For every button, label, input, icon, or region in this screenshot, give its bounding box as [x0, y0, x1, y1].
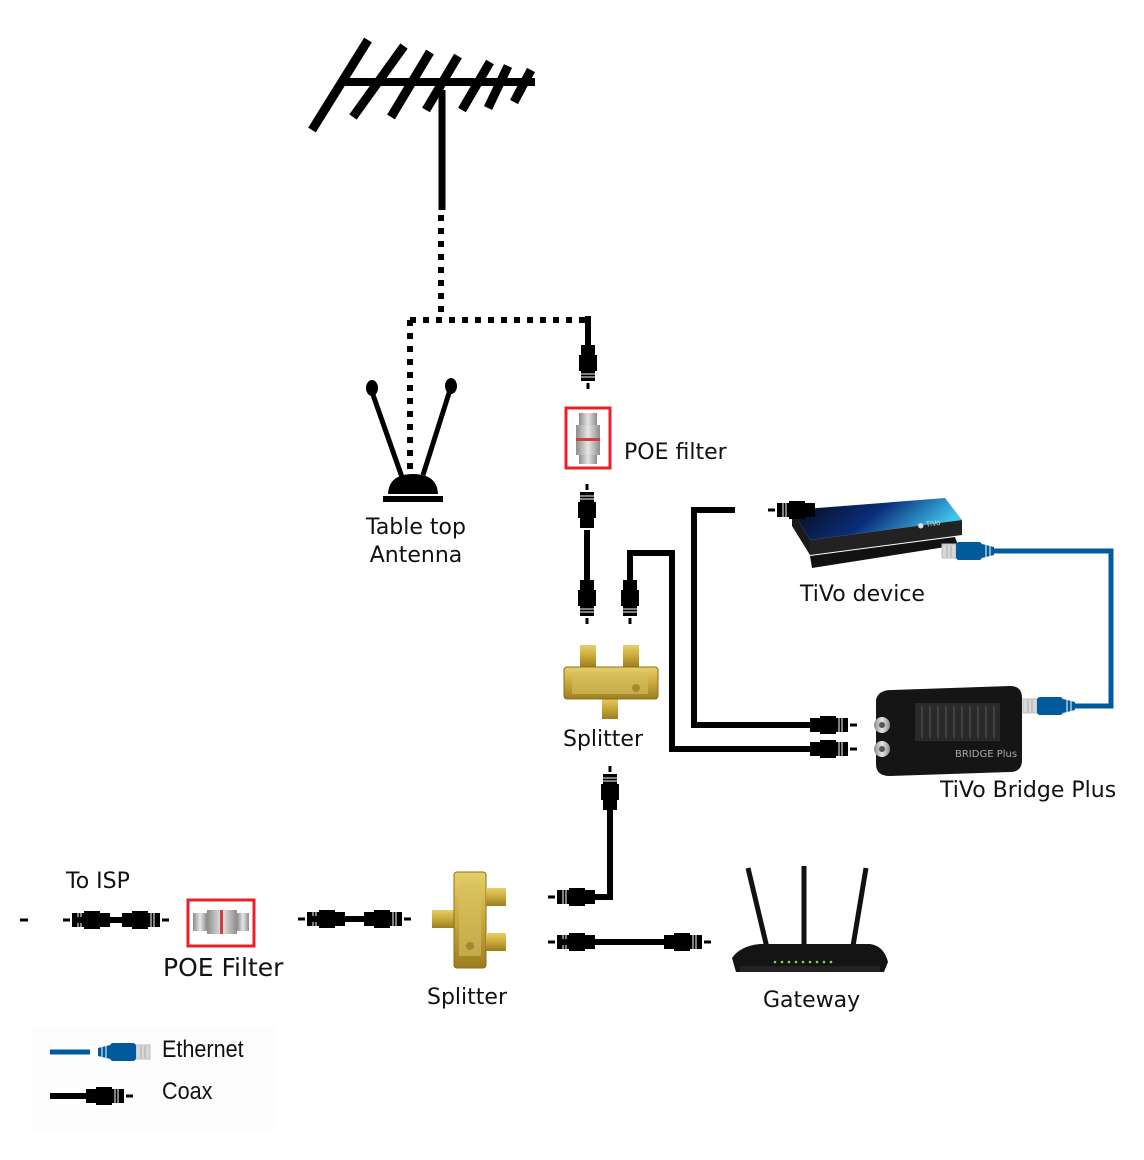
tabletop-antenna-label-line2: Antenna — [369, 542, 463, 568]
coax-cable-splitter-to-bridge-in — [620, 550, 858, 759]
gateway-router — [732, 866, 888, 972]
poe-filter-top-label: POE filter — [624, 440, 727, 465]
splitter-top-label: Splitter — [563, 727, 643, 752]
to-isp-label: To ISP — [66, 869, 130, 894]
tabletop-antenna-label-line1: Table top — [366, 515, 466, 540]
legend-coax-label: Coax — [162, 1078, 213, 1105]
legend-ethernet-icon — [50, 1042, 151, 1062]
coax-cable-splitter-to-splitter — [565, 765, 620, 900]
tivo-device-label: TiVo device — [800, 582, 925, 607]
splitter-bottom — [432, 871, 506, 969]
coax-cable-tivo-to-bridge-out — [691, 500, 858, 735]
tivo-bridge-plus-label: TiVo Bridge Plus — [940, 778, 1117, 803]
tabletop-antenna-label: Table top Antenna — [352, 514, 480, 569]
coax-cable-filter-to-splitter — [577, 483, 597, 625]
antenna-feed-dotted-lines — [407, 215, 585, 470]
gateway-label: Gateway — [763, 988, 861, 1013]
coax-cable-splitter-to-gateway — [547, 887, 712, 952]
legend-coax-icon — [50, 1086, 134, 1106]
coax-cable-antenna-to-filter — [578, 316, 598, 390]
splitter-top — [563, 645, 659, 719]
legend-symbols — [32, 1026, 276, 1132]
ethernet-cable-tivo-to-bridge — [941, 541, 1114, 716]
tivo-device: ● TiVo — [792, 498, 962, 568]
bridge-brand-text: BRIDGE Plus — [955, 749, 1017, 760]
legend-ethernet-label: Ethernet — [162, 1036, 244, 1063]
rooftop-antenna-icon — [308, 37, 535, 210]
poe-filter-top — [564, 406, 612, 470]
tivo-logo: ● TiVo — [917, 519, 941, 530]
coax-cable-isp-to-filter — [20, 910, 170, 930]
poe-filter-bottom — [186, 898, 256, 948]
tivo-bridge-plus: BRIDGE Plus — [874, 686, 1022, 776]
coax-cable-filter-to-splitter-bottom — [297, 909, 412, 929]
tabletop-antenna-icon — [366, 378, 457, 502]
poe-filter-bottom-label: POE Filter — [163, 953, 284, 982]
splitter-bottom-label: Splitter — [427, 985, 507, 1010]
